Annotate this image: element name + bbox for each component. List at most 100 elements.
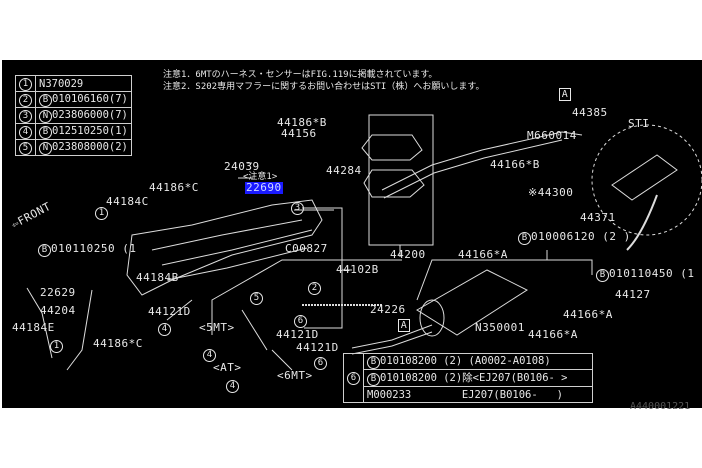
callout-44371[interactable]: 44371 [580,211,616,224]
callout-44284[interactable]: 44284 [326,164,362,177]
circled-number: 2 [308,282,321,295]
bolt-prefix: B [39,125,52,139]
callout-44184c[interactable]: 44184C [106,195,149,208]
note-1-reference: <注意1> [243,172,278,182]
label-6mt: <6MT> [277,369,313,382]
circled-2: 2 [308,281,321,295]
callout-44102b[interactable]: 44102B [336,263,379,276]
callout-24039[interactable]: 24039 [224,160,260,173]
callout-44186c-bottom[interactable]: 44186*C [93,337,143,350]
circled-1-bottom: 1 [50,339,63,353]
row-number: 1 [19,77,32,91]
circled-number: 5 [250,292,263,305]
callout-44385[interactable]: 44385 [572,106,608,119]
bolt-prefix: B [367,373,380,386]
circled-number: 4 [203,349,216,362]
part-code[interactable]: 010108200 (2) (A0002-A0108) [380,354,551,367]
circled-6-a: 6 [294,314,307,328]
part-code[interactable]: 023808000(2) [52,140,128,153]
callout-44200[interactable]: 44200 [390,248,426,261]
part-code[interactable]: 010110250 (1 [51,242,137,255]
part-code[interactable]: M000233 EJ207(B0106- ) [367,388,563,401]
callout-44121d-6mt[interactable]: 44121D [296,341,339,354]
callout-44127[interactable]: 44127 [615,288,651,301]
callout-22629[interactable]: 22629 [40,286,76,299]
callout-44184e[interactable]: 44184E [12,321,55,334]
group-number: 6 [343,353,364,403]
bolt-prefix: B [367,355,380,369]
callout-44204[interactable]: 44204 [40,304,76,317]
box-a-top: A [559,88,571,101]
callout-44166b[interactable]: 44166*B [490,158,540,171]
part-code[interactable]: 010108200 (2)除<EJ207(B0106- > [380,372,568,384]
circled-number: 1 [95,207,108,220]
part-code[interactable]: 023806000(7) [52,108,128,121]
callout-44186b[interactable]: 44186*B [277,116,327,129]
circled-number: 4 [158,323,171,336]
circled-number: 6 [314,357,327,370]
callout-c00827[interactable]: C00827 [285,242,328,255]
callout-44121d-at[interactable]: 44121D [276,328,319,341]
callout-44166a-1[interactable]: 44166*A [458,248,508,261]
circled-4-6mt: 4 [226,379,239,393]
callout-24226[interactable]: 24226 [370,303,406,316]
circled-6-b: 6 [314,356,327,370]
note-2: 注意2．S202専用マフラーに関するお問い合わせはSTI（株）へお願いします。 [163,82,485,92]
part-code[interactable]: N370029 [35,75,132,92]
bolt-prefix: B [39,93,52,107]
part-code[interactable]: 012510250(1) [52,124,128,137]
circled-3: 3 [291,201,304,215]
circled-number: 1 [50,340,63,353]
diagram-linework [26,114,702,371]
callout-44184b[interactable]: 44184B [136,271,179,284]
callout-m660014[interactable]: M660014 [527,129,577,142]
callout-22690-selected[interactable]: 22690 [245,181,283,194]
part-code[interactable]: 010106160(7) [52,92,128,105]
callout-44166a-3[interactable]: 44166*A [528,328,578,341]
parts-diagram: 注意1．6MTのハーネス・センサーはFIG.119に掲載されています。 注意2．… [2,60,702,408]
bolt-prefix: B [518,232,531,245]
circled-number: 4 [226,380,239,393]
callout-n350001[interactable]: N350001 [475,321,525,334]
callout-44121d-5mt[interactable]: 44121D [148,305,191,318]
label-5mt: <5MT> [199,321,235,334]
nut-prefix: N [39,141,52,155]
reference-a: A [398,319,410,332]
box-a-bottom: A [398,319,410,332]
circled-5: 5 [250,291,263,305]
nut-prefix: N [39,109,52,123]
label-sti: STI [628,117,650,130]
circled-number: 3 [291,202,304,215]
callout-44166a-2[interactable]: 44166*A [563,308,613,321]
circled-number: 6 [347,372,360,385]
circled-4-at: 4 [203,348,216,362]
callout-44156[interactable]: 44156 [281,127,317,140]
reference-a: A [559,88,571,101]
row-number: 5 [19,141,32,155]
part-code[interactable]: 010006120 (2 ) [531,230,631,243]
circled-1: 1 [95,206,108,220]
table-row: M000233 EJ207(B0106- ) [344,386,593,403]
callout-44186c[interactable]: 44186*C [149,181,199,194]
callout-44300[interactable]: ※44300 [528,186,574,199]
row-number: 4 [19,125,32,139]
part-code[interactable]: 010110450 (1 ) [609,267,702,280]
part-code-cell: M000233 EJ207(B0106- ) [363,386,593,403]
figure-code: A440001221 [630,401,691,412]
